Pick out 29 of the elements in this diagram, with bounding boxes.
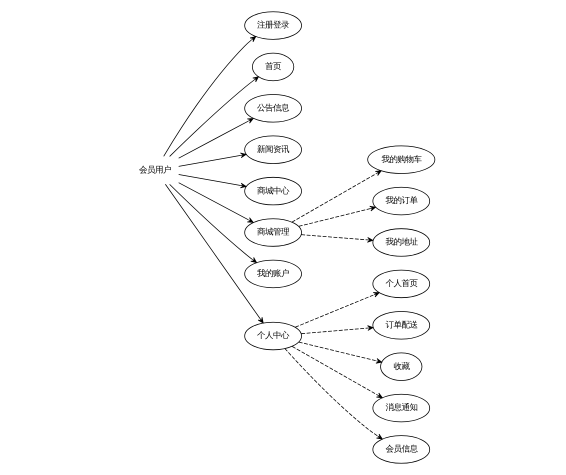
arrow [178, 182, 254, 223]
node-ellipse: 个人中心 [244, 322, 302, 350]
arrow [300, 234, 374, 243]
node-ellipse: 会员信息 [372, 435, 430, 464]
node-ellipse: 我的订单 [372, 186, 430, 216]
arrow [292, 170, 382, 222]
arrow [298, 206, 376, 227]
arrow [178, 174, 246, 188]
node-ellipse: 我的购物车 [367, 146, 436, 174]
node-ellipse: 新闻资讯 [244, 136, 302, 164]
arrow [164, 184, 264, 324]
node-ellipse: 注册登录 [244, 11, 302, 40]
node-ellipse: 我的账户 [244, 260, 302, 288]
arrow [169, 76, 259, 157]
arrow [298, 342, 382, 364]
node-text: 会员用户 [138, 164, 171, 175]
node-ellipse: 我的地址 [372, 228, 430, 257]
arrow [284, 348, 383, 440]
arrow [300, 325, 374, 334]
node-ellipse: 商城中心 [244, 176, 302, 206]
arrow [292, 346, 383, 398]
node-ellipse: 订单配送 [372, 311, 430, 340]
arrow [178, 118, 254, 159]
arrow [163, 36, 256, 157]
arrow [178, 152, 246, 167]
node-ellipse: 收藏 [380, 352, 422, 381]
node-ellipse: 公告信息 [244, 94, 302, 122]
arrow [294, 292, 380, 328]
arrow [169, 184, 257, 263]
